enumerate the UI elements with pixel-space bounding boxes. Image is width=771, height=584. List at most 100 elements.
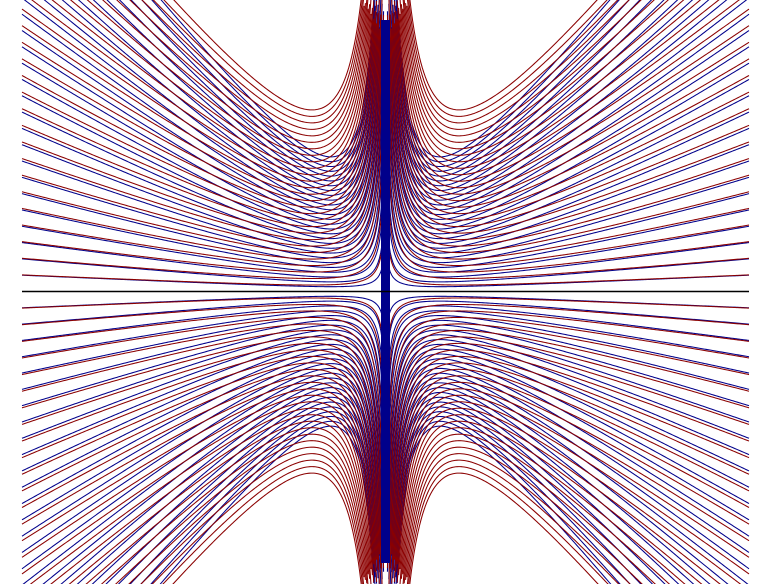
field-curve-blue <box>92 0 378 187</box>
field-curve-blue <box>21 353 382 546</box>
field-curve-red <box>21 10 376 202</box>
field-curve-red <box>396 18 750 195</box>
field-curve-red <box>172 472 362 584</box>
field-curve-red <box>21 394 375 583</box>
field-curve-red <box>129 0 366 137</box>
field-curve-blue <box>43 0 379 201</box>
field-curve-blue <box>392 382 729 584</box>
field-curve-red <box>399 407 742 584</box>
field-curve-red <box>21 323 385 569</box>
field-curve-red <box>388 336 750 584</box>
field-curve-red <box>21 28 380 234</box>
field-curve-blue <box>21 324 385 510</box>
field-curve-red <box>21 355 380 584</box>
field-curve-red <box>385 133 750 280</box>
field-curve-red <box>21 0 380 228</box>
field-curve-blue <box>396 420 621 584</box>
field-curve-red <box>163 0 363 117</box>
field-curve-blue <box>21 24 386 264</box>
field-curve-blue <box>21 202 386 283</box>
field-curve-blue <box>388 339 750 532</box>
field-curve-blue <box>393 391 695 584</box>
field-curve-red <box>21 388 375 565</box>
field-curve-red <box>21 381 376 573</box>
field-curve-red <box>21 23 378 215</box>
field-curve-red <box>128 446 366 584</box>
field-curve-blue <box>21 372 380 573</box>
field-curve-red <box>398 7 750 182</box>
field-curve-red <box>162 466 363 584</box>
field-curve-blue <box>21 18 382 225</box>
field-curve-red <box>69 0 371 163</box>
field-curve-red <box>29 407 372 584</box>
field-curve-blue <box>42 382 379 584</box>
field-curve-red <box>21 18 375 195</box>
field-curve-blue <box>392 0 710 196</box>
field-curve-red <box>115 440 368 584</box>
field-curve-blue <box>391 377 749 584</box>
field-curve-blue <box>396 425 612 584</box>
field-curve-blue <box>21 73 385 259</box>
field-curve-red <box>406 453 631 584</box>
field-curve-red <box>396 394 750 583</box>
field-curve-blue <box>395 411 642 584</box>
field-curve-blue <box>389 37 750 230</box>
field-curve-blue <box>21 3 383 235</box>
field-curve-red <box>393 23 750 215</box>
field-curve-blue <box>385 202 750 283</box>
field-curve-red <box>399 0 740 176</box>
field-curve-blue <box>61 0 379 196</box>
field-curve-blue <box>385 315 750 515</box>
field-curve-blue <box>21 157 386 278</box>
field-curve-blue <box>396 0 620 163</box>
field-curve-red <box>408 0 608 117</box>
field-curve-red <box>152 0 364 124</box>
field-curve-blue <box>21 27 383 240</box>
field-curve-red <box>21 303 386 450</box>
field-curve-red <box>21 70 385 267</box>
field-curve-blue <box>159 425 375 584</box>
field-curve-red <box>402 433 671 584</box>
field-curve-red <box>386 316 750 513</box>
field-curve-blue <box>60 387 379 584</box>
field-curve-red <box>400 420 703 584</box>
field-curve-blue <box>23 0 380 206</box>
field-curve-red <box>31 0 372 176</box>
field-curve-red <box>21 362 379 570</box>
field-curve-red <box>386 14 750 260</box>
field-curve-blue <box>21 343 383 556</box>
field-curve-red <box>391 349 750 555</box>
field-curve-red <box>21 342 382 569</box>
field-curve-blue <box>385 24 750 264</box>
field-curve-blue <box>386 11 750 249</box>
field-curve-blue <box>385 68 750 268</box>
field-curve-blue <box>388 343 750 556</box>
field-curve-blue <box>77 0 378 192</box>
field-curve-red <box>396 0 750 189</box>
field-curve-blue <box>21 329 385 541</box>
field-curve-blue <box>385 305 750 426</box>
field-curve-red <box>21 349 380 555</box>
field-curve-blue <box>392 387 711 584</box>
field-curve-blue <box>386 329 750 541</box>
field-curve-blue <box>391 372 750 573</box>
field-curve-red <box>50 414 372 584</box>
field-curve-red <box>116 0 368 143</box>
field-curve-red <box>21 0 378 208</box>
field-curve-red <box>21 336 383 584</box>
field-curve-blue <box>385 319 750 559</box>
field-curve-red <box>395 381 750 573</box>
field-curve-red <box>21 401 373 576</box>
field-curve-red <box>21 14 382 241</box>
field-curve-red <box>385 212 750 286</box>
field-curve-blue <box>393 396 680 584</box>
field-curve-red <box>393 368 750 560</box>
field-curve-red <box>391 28 750 234</box>
field-curve-red <box>406 459 620 584</box>
field-curve-red <box>395 10 750 202</box>
field-curve-blue <box>21 37 382 230</box>
field-curve-red <box>392 362 750 570</box>
field-curve-red <box>21 53 386 273</box>
field-curve-blue <box>388 348 750 580</box>
